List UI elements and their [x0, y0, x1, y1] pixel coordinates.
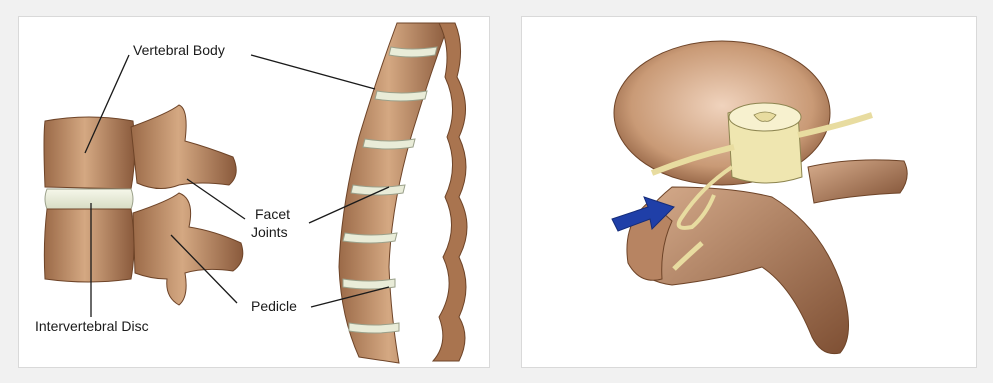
label-facet: Facet — [255, 206, 290, 222]
spine-anatomy-illustration: Vertebral Body Facet Joints Pedicle Inte… — [19, 17, 491, 369]
nerve-root-panel — [521, 16, 977, 368]
spinal-cord — [728, 103, 802, 183]
vertebra-nerve-illustration — [522, 17, 978, 369]
upper-pedicle-and-process — [131, 105, 236, 189]
transverse-process-right — [808, 160, 907, 203]
label-vertebral-body: Vertebral Body — [133, 42, 225, 58]
lower-pedicle-and-process — [133, 193, 243, 305]
lower-vertebral-body — [44, 209, 134, 282]
upper-vertebral-body — [44, 117, 135, 189]
spine-anatomy-panel: Vertebral Body Facet Joints Pedicle Inte… — [18, 16, 490, 368]
intervertebral-disc — [45, 189, 133, 209]
label-pedicle: Pedicle — [251, 298, 297, 314]
label-joints: Joints — [251, 224, 288, 240]
label-intervertebral-disc: Intervertebral Disc — [35, 318, 149, 334]
spine-column — [339, 23, 467, 363]
